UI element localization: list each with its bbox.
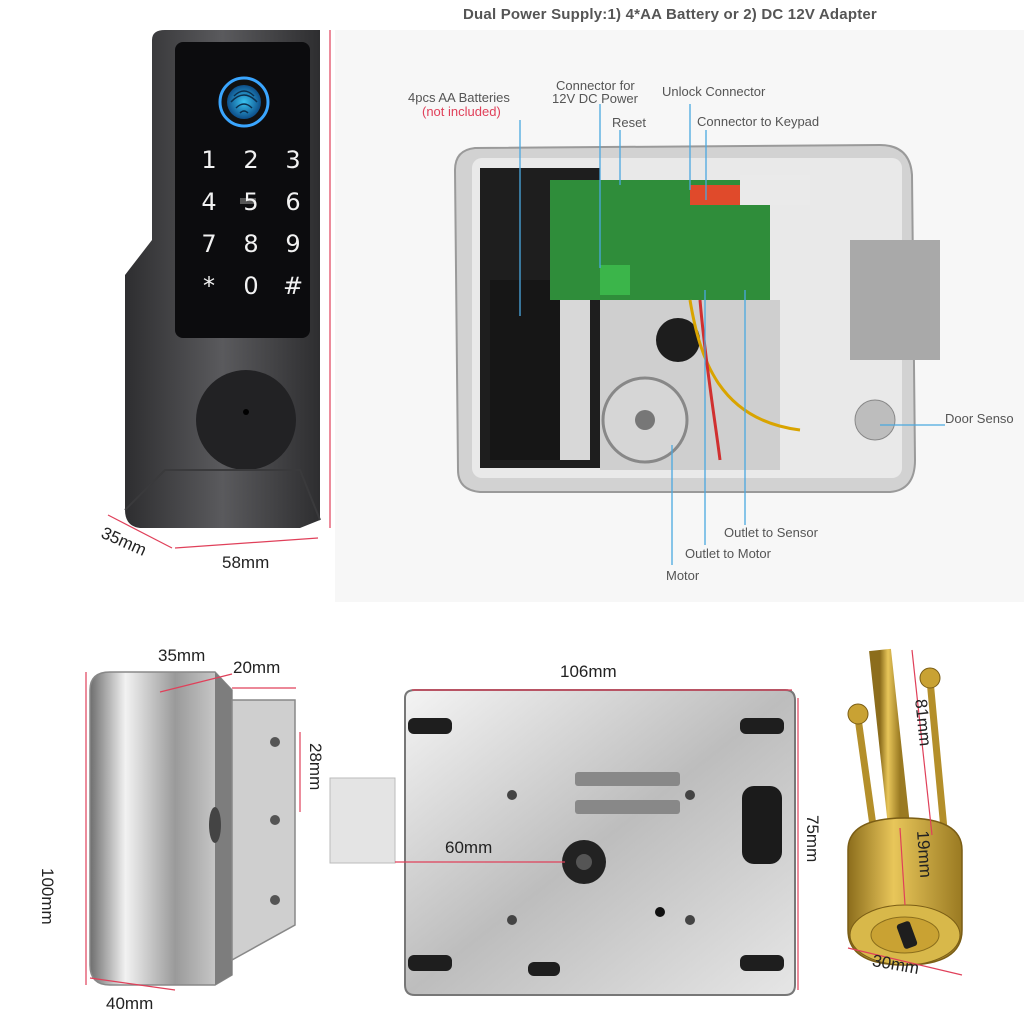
- callout-batteries: 4pcs AA Batteries: [408, 90, 510, 105]
- keypad-key[interactable]: 7: [201, 230, 217, 258]
- keypad-key[interactable]: 8: [243, 230, 259, 258]
- lock-cylinder: [847, 648, 963, 966]
- side-depth-label: 35mm: [158, 646, 206, 665]
- keypad-key[interactable]: 1: [201, 146, 217, 174]
- keypad-key[interactable]: 4: [201, 188, 217, 216]
- side-slot-label: 28mm: [306, 743, 325, 791]
- keypad-key[interactable]: 3: [285, 146, 301, 174]
- callout-motor: Motor: [666, 568, 700, 583]
- keypad-key[interactable]: #: [282, 272, 304, 300]
- callout-door-sensor: Door Senso: [945, 411, 1014, 426]
- door-sensor: [854, 399, 896, 441]
- callout-outlet-motor: Outlet to Motor: [685, 546, 771, 561]
- keypad-unit: [124, 30, 321, 528]
- keypad-key[interactable]: 0: [243, 272, 259, 300]
- keypad-dimension-lines: [107, 30, 331, 549]
- keypad-key[interactable]: 6: [285, 188, 301, 216]
- page-title: Dual Power Supply:1) 4*AA Battery or 2) …: [463, 6, 877, 23]
- callout-lines: [519, 104, 945, 565]
- keypad-key[interactable]: 9: [285, 230, 301, 258]
- front-width-label: 106mm: [560, 662, 617, 681]
- keypad-key[interactable]: *: [203, 272, 215, 300]
- callout-batteries-note: (not included): [422, 104, 501, 119]
- callout-outlet-sensor: Outlet to Sensor: [724, 525, 818, 540]
- side-dimension-lines: [85, 672, 301, 991]
- lock-front-view: [329, 689, 796, 996]
- side-bottom-label: 40mm: [106, 994, 154, 1013]
- callout-unlock-connector: Unlock Connector: [662, 84, 766, 99]
- side-height-label: 100mm: [38, 868, 57, 925]
- keypad-key[interactable]: 5: [243, 188, 259, 216]
- callout-power-connector-1: Connector for: [556, 78, 635, 93]
- callout-keypad-connector: Connector to Keypad: [697, 114, 820, 129]
- front-backset-label: 60mm: [445, 838, 493, 857]
- callout-power-connector-2: 12V DC Power: [552, 91, 638, 106]
- card-reader-area: [196, 370, 296, 470]
- cylinder-dimension-lines: [847, 649, 963, 976]
- side-flange-label: 20mm: [233, 658, 281, 677]
- front-dimension-lines: [395, 689, 799, 990]
- callout-reset: Reset: [612, 115, 646, 130]
- keypad-width-label: 58mm: [222, 553, 270, 572]
- front-height-label: 75mm: [803, 815, 822, 863]
- controller-box: [453, 143, 940, 493]
- lock-side-view: [89, 671, 296, 986]
- cylinder-body-label: 19mm: [913, 830, 936, 879]
- battery-pack: [490, 280, 560, 460]
- lock-bolt: [850, 240, 940, 360]
- keypad-key[interactable]: 2: [243, 146, 259, 174]
